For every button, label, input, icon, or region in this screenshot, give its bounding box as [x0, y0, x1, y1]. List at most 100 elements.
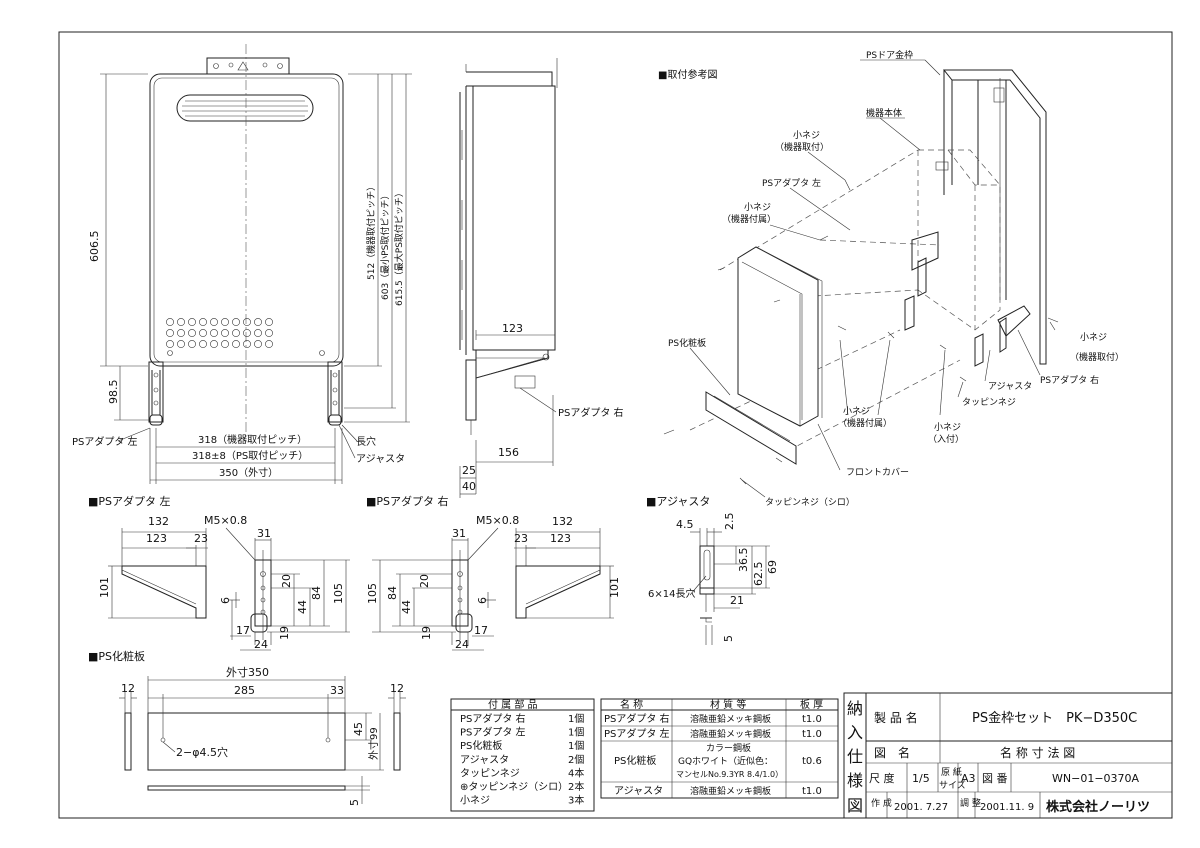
mat-r1-thickness: t1.0 — [802, 729, 822, 740]
parts-row-qty: 2本 — [568, 780, 584, 793]
cv-d12a: 12 — [121, 682, 135, 695]
cv-d285: 285 — [234, 684, 255, 697]
mat-h-thickness: 板 厚 — [800, 698, 823, 711]
side-dim-156: 156 — [498, 446, 519, 459]
mat-r2-material-3: マンセルNo.9.3YR 8.4/1.0） — [676, 770, 783, 779]
intake-hole — [177, 340, 185, 348]
cv-d45: 45 — [352, 722, 365, 736]
side-dim-40: 40 — [462, 480, 476, 493]
ref-small-screw-acc-sub: （機器付属） — [722, 213, 776, 225]
mat-r3-name: アジャスタ — [614, 785, 663, 797]
intake-hole — [243, 340, 251, 348]
adapter-left-view: ■PSアダプタ 左 132 123 23 101 — [88, 494, 350, 651]
tb-paper-label-1: 原 紙 — [941, 766, 962, 778]
intake-hole — [254, 340, 262, 348]
parts-header: 付 属 部 品 — [488, 698, 538, 711]
parts-row-qty: 1個 — [568, 712, 584, 725]
parts-row-name: アジャスタ — [460, 754, 509, 766]
intake-hole — [265, 340, 273, 348]
intake-hole — [210, 318, 218, 326]
tb-company: 株式会社ノーリツ — [1046, 799, 1150, 815]
al-m5: M5×0.8 — [204, 514, 247, 527]
intake-hole — [232, 329, 240, 337]
side-dim-25: 25 — [462, 464, 476, 477]
al-d84: 84 — [310, 586, 323, 600]
intake-hole — [221, 318, 229, 326]
ar-d132: 132 — [552, 515, 573, 528]
mat-r1-name: PSアダプタ 左 — [604, 727, 670, 740]
al-d17: 17 — [236, 624, 250, 637]
front-view: 606.5 98.5 512（機器取付ピッチ） 603（最小PS取付ピッチ） 6… — [72, 44, 412, 484]
tb-number: WN−01−0370A — [1052, 772, 1140, 785]
aj-d25: 2.5 — [723, 513, 736, 531]
aj-d5: 5 — [722, 635, 735, 642]
ar-d24: 24 — [455, 638, 469, 651]
adapter-left-title: ■PSアダプタ 左 — [88, 494, 171, 508]
mat-r3-material: 溶融亜鉛メッキ鋼板 — [690, 785, 771, 797]
tb-side-3: 様 — [847, 771, 863, 790]
intake-hole — [221, 329, 229, 337]
intake-hole — [265, 318, 273, 326]
intake-hole — [199, 329, 207, 337]
tb-scale: 1/5 — [912, 772, 930, 785]
side-label-adapter-right: PSアダプタ 右 — [558, 406, 624, 419]
material-table: 名 称 材 質 等 板 厚 PSアダプタ 右 溶融亜鉛メッキ鋼板 t1.0 PS… — [600, 698, 839, 799]
sheet-border — [58, 31, 1173, 819]
mat-h-material: 材 質 等 — [710, 698, 746, 711]
dim-pitch-unit: 318（機器取付ピッチ） — [198, 433, 307, 446]
ref-small-screw-unit: 小ネジ — [793, 130, 820, 141]
aj-slot: 6×14長穴 — [648, 587, 695, 600]
tb-check-date: 2001.11. 9 — [980, 802, 1034, 813]
ref-small-screw-unit-sub: （機器取付） — [775, 141, 829, 153]
al-d19: 19 — [278, 626, 291, 640]
ar-d84: 84 — [386, 586, 399, 600]
parts-row-qty: 2個 — [568, 753, 584, 766]
intake-hole — [243, 329, 251, 337]
tb-scale-label: 尺 度 — [869, 771, 895, 785]
dim-height: 606.5 — [88, 231, 101, 263]
intake-hole — [188, 329, 196, 337]
al-d20: 20 — [280, 574, 293, 588]
ref-door-frame: PSドア金枠 — [866, 49, 913, 61]
intake-hole — [254, 329, 262, 337]
dim-615: 615.5（最大PS取付ピッチ） — [393, 188, 405, 306]
ar-d20: 20 — [418, 574, 431, 588]
mat-r2-material-1: カラー鋼板 — [706, 742, 751, 754]
title-block: 納 入 仕 様 図 製 品 名 PS金枠セット PK−D350C 図 名 名 称… — [843, 692, 1173, 819]
intake-hole — [166, 329, 174, 337]
mat-r2-material-2: GQホワイト（近似色： — [678, 755, 773, 767]
intake-hole — [243, 318, 251, 326]
ref-cover-plate: PS化粧板 — [668, 337, 706, 349]
dim-512: 512（機器取付ピッチ） — [365, 182, 377, 280]
intake-hole — [232, 318, 240, 326]
ar-m5: M5×0.8 — [476, 514, 519, 527]
tb-drawing-label: 図 名 — [874, 745, 910, 760]
parts-row-name: PSアダプタ 右 — [460, 712, 526, 725]
tb-paper: A3 — [961, 772, 976, 785]
ar-d123: 123 — [550, 532, 571, 545]
intake-hole — [199, 340, 207, 348]
aj-d69: 69 — [766, 560, 779, 574]
tb-side-4: 図 — [847, 796, 863, 815]
adapter-right-view: ■PSアダプタ 右 M5×0.8 31 105 84 20 44 6 19 17… — [366, 494, 621, 651]
intake-hole — [177, 329, 185, 337]
ref-small-screw-in-sub: （入付） — [928, 434, 964, 445]
ar-d101: 101 — [608, 577, 621, 598]
ar-d105: 105 — [366, 583, 379, 604]
tb-side-0: 納 — [847, 699, 863, 718]
intake-hole — [177, 318, 185, 326]
intake-hole — [166, 340, 174, 348]
label-slot: 長穴 — [356, 435, 376, 448]
aj-d625: 62.5 — [752, 562, 765, 587]
parts-row-qty: 1個 — [568, 726, 584, 739]
mat-r1-material: 溶融亜鉛メッキ鋼板 — [690, 728, 771, 740]
mat-h-name: 名 称 — [620, 698, 643, 711]
al-d101: 101 — [98, 577, 111, 598]
dim-width: 350（外寸） — [219, 466, 278, 479]
parts-row-name: 小ネジ — [460, 795, 490, 807]
ref-front-cover: フロントカバー — [846, 467, 909, 478]
side-view: 123 156 25 40 PSアダプタ 右 — [459, 58, 624, 498]
intake-hole — [232, 340, 240, 348]
ref-tapping-screw-white: タッピンネジ（シロ） — [765, 497, 855, 508]
